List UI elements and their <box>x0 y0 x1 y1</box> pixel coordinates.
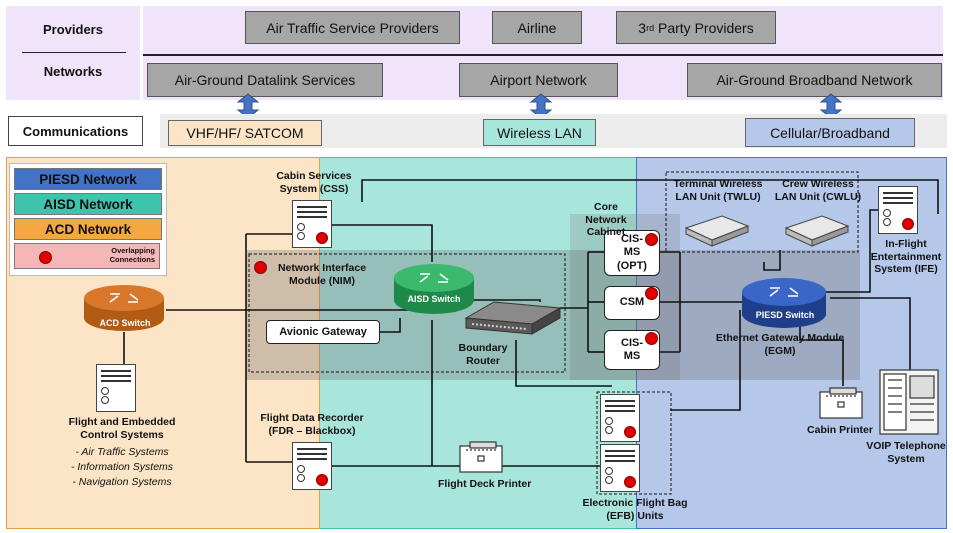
header-divider-line <box>143 54 943 56</box>
third-party-sup: rd <box>646 22 655 33</box>
aisd-switch <box>394 264 474 314</box>
legend-piesd: PIESD Network <box>14 168 162 190</box>
overlap-dot-icon <box>645 287 658 300</box>
legend-acd: ACD Network <box>14 218 162 240</box>
overlap-dot-icon <box>39 251 52 264</box>
efb-dashed-box <box>596 391 672 495</box>
twlu-label: Terminal Wireless LAN Unit (TWLU) <box>673 178 763 203</box>
flight-deck-printer <box>459 441 503 473</box>
third-party-base: 3 <box>638 19 647 36</box>
fecs-item-information: - Information Systems <box>70 461 174 473</box>
egm-label: Ethernet Gateway Module (EGM) <box>715 332 845 357</box>
comm-wireless-lan: Wireless LAN <box>483 119 596 146</box>
fecs-item-navigation: - Navigation Systems <box>72 476 172 488</box>
router-icon <box>464 301 562 335</box>
ife-label: In-Flight Entertainment System (IFE) <box>870 238 942 276</box>
network-airport: Airport Network <box>459 63 618 97</box>
avionic-gateway-label: Avionic Gateway <box>279 326 367 338</box>
network-air-ground-broadband: Air-Ground Broadband Network <box>687 63 942 97</box>
core-cabinet-label: Core Network Cabinet <box>585 201 627 239</box>
third-party-rest: Party Providers <box>654 19 754 36</box>
fecs-item-air-traffic: - Air Traffic Systems <box>75 446 169 458</box>
fdr-device <box>292 442 332 490</box>
network-air-ground-datalink: Air-Ground Datalink Services <box>147 63 383 97</box>
communications-label: Communications <box>22 123 129 139</box>
acd-switch-label: ACD Switch <box>99 318 151 328</box>
link-css-aisd <box>332 224 433 262</box>
overlap-dot-icon <box>645 233 658 246</box>
comm-vhf-hf-satcom: VHF/HF/ SATCOM <box>168 120 322 146</box>
comm-cellular-broadband: Cellular/Broadband <box>745 118 915 147</box>
overlap-dot-icon <box>645 332 658 345</box>
cis-ms-label: CIS- MS <box>621 336 643 362</box>
legend-aisd: AISD Network <box>14 193 162 215</box>
cwlu-device <box>784 215 850 247</box>
switch-icon <box>394 264 474 314</box>
boundary-router-label: Boundary Router <box>458 342 508 367</box>
link-css-top <box>361 179 939 214</box>
cabin-printer <box>819 387 863 419</box>
link-aisd-router <box>472 299 541 302</box>
overlap-dot-icon <box>254 261 267 274</box>
aisd-switch-label: AISD Switch <box>407 294 461 304</box>
cwlu-label: Crew Wireless LAN Unit (CWLU) <box>774 178 862 203</box>
header-labels-box <box>6 6 140 100</box>
acd-switch <box>84 285 164 331</box>
link-router-efb <box>515 340 612 387</box>
css-label: Cabin Services System (CSS) <box>276 170 352 195</box>
networks-label: Networks <box>43 64 103 79</box>
efb-device-1 <box>600 394 640 442</box>
nim-dashed-box <box>248 253 566 373</box>
efb-device-2 <box>600 444 640 492</box>
piesd-switch <box>742 278 826 328</box>
printer-icon <box>459 441 503 473</box>
link-piesd-efb <box>670 310 741 411</box>
link-piesd-voip <box>830 297 911 372</box>
nim-label: Network Interface Module (NIM) <box>277 262 367 287</box>
legend-overlap: Overlapping Connections <box>14 243 160 269</box>
providers-label: Providers <box>43 22 103 37</box>
voip-label: VOIP Telephone System <box>866 440 946 465</box>
communications-label-box: Communications <box>8 116 143 146</box>
link-piesd-ife <box>820 209 878 293</box>
voip-telephone <box>879 369 939 435</box>
legend-overlap-label: Overlapping Connections <box>109 246 155 264</box>
cis-ms-opt-label: CIS- MS (OPT) <box>617 233 647 272</box>
wireless-unit-icon <box>684 215 750 247</box>
csm-label: CSM <box>619 296 645 309</box>
avionic-gateway: Avionic Gateway <box>266 320 380 344</box>
provider-air-traffic-service: Air Traffic Service Providers <box>245 11 460 44</box>
boundary-router <box>464 301 562 335</box>
fecs-label: Flight and Embedded Control Systems <box>68 416 176 441</box>
ife-device <box>878 186 918 234</box>
css-device <box>292 200 332 248</box>
link-gateway-aisd <box>380 318 401 333</box>
fecs-device <box>96 364 136 412</box>
piesd-switch-label: PIESD Switch <box>755 310 815 320</box>
telephone-icon <box>879 369 939 435</box>
switch-icon <box>742 278 826 328</box>
switch-icon <box>84 285 164 331</box>
provider-airline: Airline <box>492 11 582 44</box>
printer-icon <box>819 387 863 419</box>
providers-networks-separator <box>22 52 126 53</box>
cabin-printer-label: Cabin Printer <box>807 424 873 436</box>
fdr-label: Flight Data Recorder (FDR – Blackbox) <box>260 412 364 437</box>
efb-label: Electronic Flight Bag (EFB) Units <box>582 497 688 522</box>
link-piesd-printer <box>799 320 844 386</box>
wlan-dashed-box <box>665 171 859 253</box>
link-piesd-wlan <box>763 250 781 271</box>
flight-deck-printer-label: Flight Deck Printer <box>438 478 532 490</box>
wireless-unit-icon <box>784 215 850 247</box>
twlu-device <box>684 215 750 247</box>
